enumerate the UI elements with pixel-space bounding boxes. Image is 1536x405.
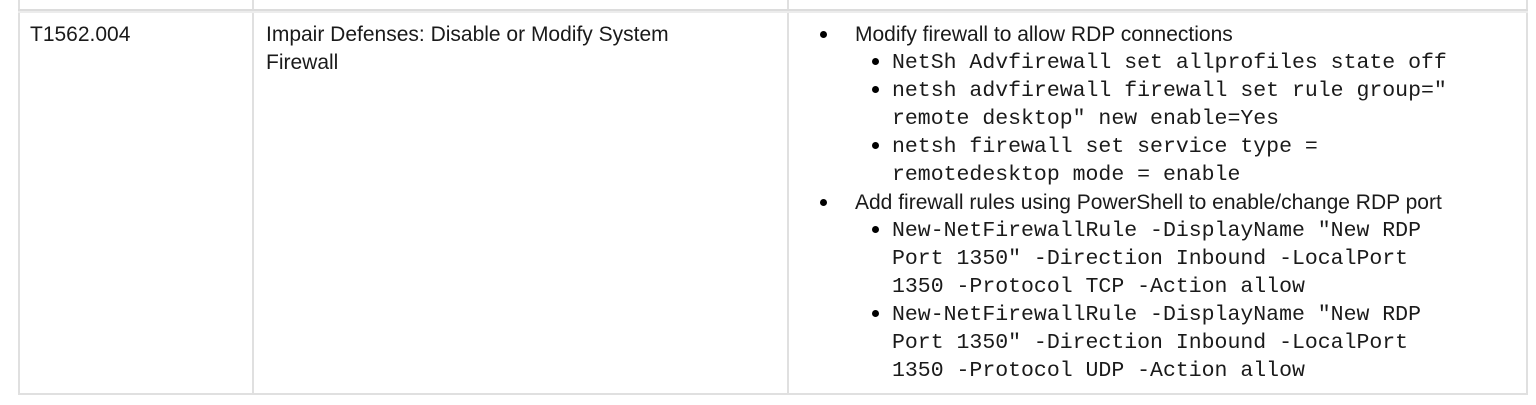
previous-row-name-cell: [252, 0, 787, 9]
detail-text: Add firewall rules using PowerShell to e…: [855, 191, 1442, 214]
bullet-icon: [820, 31, 827, 38]
command-item: New-NetFirewallRule -DisplayName "New RD…: [855, 301, 1518, 385]
command-text: New-NetFirewallRule -DisplayName "New RD…: [892, 303, 1421, 383]
bullet-icon: [872, 86, 879, 93]
command-text: netsh firewall set service type = remote…: [892, 135, 1318, 187]
command-item: New-NetFirewallRule -DisplayName "New RD…: [855, 217, 1518, 301]
bullet-icon: [872, 226, 879, 233]
command-text: NetSh Advfirewall set allprofiles state …: [892, 51, 1447, 75]
command-text: netsh advfirewall firewall set rule grou…: [892, 79, 1447, 131]
details-list: Modify firewall to allow RDP connections…: [789, 21, 1518, 385]
command-item: netsh advfirewall firewall set rule grou…: [855, 77, 1518, 133]
command-item: NetSh Advfirewall set allprofiles state …: [855, 49, 1518, 77]
details-cell: Modify firewall to allow RDP connections…: [787, 13, 1528, 393]
detail-text: Modify firewall to allow RDP connections: [855, 23, 1233, 46]
table-row: T1562.004 Impair Defenses: Disable or Mo…: [18, 11, 1528, 395]
command-list: NetSh Advfirewall set allprofiles state …: [855, 49, 1518, 189]
bullet-icon: [820, 199, 827, 206]
bullet-icon: [872, 142, 879, 149]
bullet-icon: [872, 58, 879, 65]
previous-row-details-cell: [787, 0, 1528, 9]
previous-row-id-cell: [18, 0, 252, 9]
bullet-icon: [872, 310, 879, 317]
detail-item: Modify firewall to allow RDP connections…: [789, 21, 1518, 189]
command-text: New-NetFirewallRule -DisplayName "New RD…: [892, 219, 1421, 299]
command-list: New-NetFirewallRule -DisplayName "New RD…: [855, 217, 1518, 385]
technique-id-cell: T1562.004: [18, 13, 252, 393]
command-item: netsh firewall set service type = remote…: [855, 133, 1518, 189]
technique-name-cell: Impair Defenses: Disable or Modify Syste…: [252, 13, 787, 393]
techniques-table: T1562.004 Impair Defenses: Disable or Mo…: [18, 0, 1528, 395]
previous-row-remnant: [18, 0, 1528, 11]
detail-item: Add firewall rules using PowerShell to e…: [789, 189, 1518, 385]
